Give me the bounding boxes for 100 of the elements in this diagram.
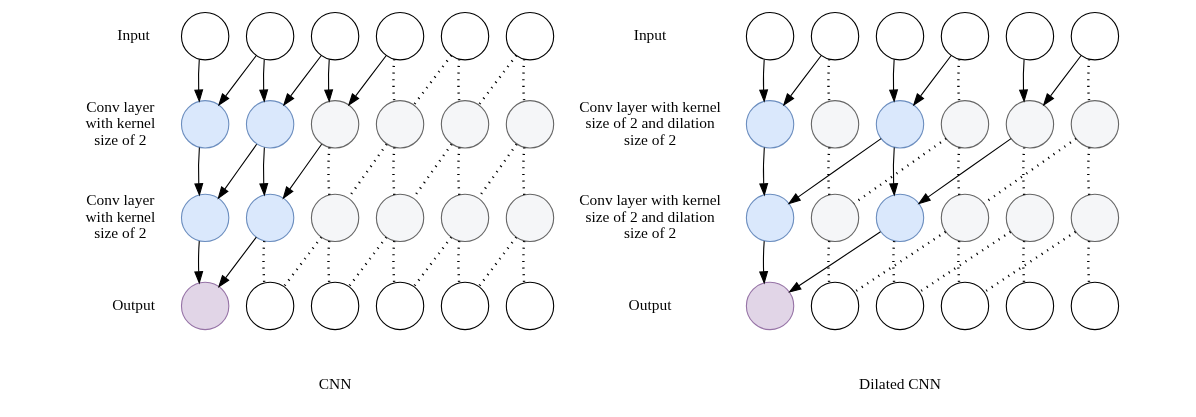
node-circle <box>180 281 230 331</box>
node-circle <box>1070 193 1120 243</box>
node-circle <box>1005 100 1055 149</box>
node-circle <box>1005 11 1055 61</box>
connector <box>1087 147 1091 195</box>
connector <box>412 54 453 106</box>
node-circle <box>310 281 360 331</box>
node-circle <box>180 11 230 61</box>
connector <box>522 241 526 283</box>
node-circle <box>940 100 990 149</box>
connector <box>827 147 831 195</box>
node-circle <box>310 11 360 61</box>
connector <box>412 236 453 288</box>
node-circle <box>310 193 360 243</box>
arrow <box>259 58 269 103</box>
connector <box>853 137 947 205</box>
arrow <box>259 146 269 197</box>
arrow <box>787 138 882 205</box>
connector <box>392 241 396 283</box>
label: Input <box>117 26 150 44</box>
node-circle <box>745 281 795 331</box>
arrow <box>759 146 769 197</box>
node-circle <box>375 100 425 149</box>
arrow <box>217 54 257 107</box>
connector <box>522 59 526 102</box>
connector <box>957 241 961 283</box>
node-circle <box>875 11 925 61</box>
arrow <box>782 54 822 107</box>
connector <box>1087 241 1091 283</box>
node-circle <box>245 100 295 149</box>
connector <box>853 230 947 293</box>
node-circle <box>1070 100 1120 149</box>
connector <box>282 236 323 288</box>
node-circle <box>440 281 490 331</box>
connector <box>957 59 961 102</box>
connector <box>983 137 1077 205</box>
arrow <box>912 54 952 107</box>
node-circle <box>875 193 925 243</box>
arrow <box>194 146 204 197</box>
arrow <box>282 54 322 107</box>
arrow <box>347 54 387 107</box>
node-circle <box>1005 193 1055 243</box>
node-circle <box>375 193 425 243</box>
node-circle <box>940 11 990 61</box>
connector <box>477 236 518 288</box>
node-circle <box>375 281 425 331</box>
connector <box>827 241 831 283</box>
node-circle <box>940 281 990 331</box>
node-circle <box>505 193 555 243</box>
connector <box>1087 59 1091 102</box>
label: Output <box>628 296 672 314</box>
node-circle <box>745 193 795 243</box>
node-circle <box>180 193 230 243</box>
arrow <box>282 143 323 200</box>
connector <box>918 230 1012 293</box>
connector <box>892 241 896 283</box>
arrow <box>1042 54 1082 107</box>
node-circle <box>875 100 925 149</box>
connector <box>457 59 461 102</box>
node-circle <box>245 193 295 243</box>
arrow <box>888 58 899 103</box>
node-circle <box>1070 281 1120 331</box>
node-circle <box>505 281 555 331</box>
connector <box>827 59 831 102</box>
arrow <box>217 236 257 288</box>
node-circle <box>810 193 860 243</box>
connector <box>457 147 461 195</box>
connector <box>983 230 1077 293</box>
label: Output <box>112 296 155 314</box>
connector <box>957 147 961 195</box>
connector <box>477 54 518 106</box>
node-circle <box>940 193 990 243</box>
node-circle <box>810 100 860 149</box>
connector <box>392 59 396 102</box>
arrow <box>194 240 204 285</box>
node-circle <box>1070 11 1120 61</box>
node-circle <box>505 100 555 149</box>
node-circle <box>1005 281 1055 331</box>
node-circle <box>180 100 230 149</box>
connector <box>522 147 526 195</box>
node-circle <box>875 281 925 331</box>
arrow <box>917 138 1012 205</box>
node-circle <box>810 11 860 61</box>
node-circle <box>245 11 295 61</box>
arrow <box>217 143 258 200</box>
connector <box>327 241 331 283</box>
arrow <box>1018 58 1029 103</box>
arrow <box>788 231 882 293</box>
node-circle <box>505 11 555 61</box>
connector <box>457 241 461 283</box>
label: CNN <box>318 374 352 392</box>
connector <box>347 236 388 288</box>
label: Conv layer with kernel size of 2 <box>85 191 156 242</box>
node-circle <box>810 281 860 331</box>
node-circle <box>440 193 490 243</box>
connector <box>262 241 266 283</box>
node-circle <box>375 11 425 61</box>
node-circle <box>310 100 360 149</box>
connector <box>327 147 331 195</box>
label: Conv layer with kernel size of 2 <box>85 97 156 148</box>
